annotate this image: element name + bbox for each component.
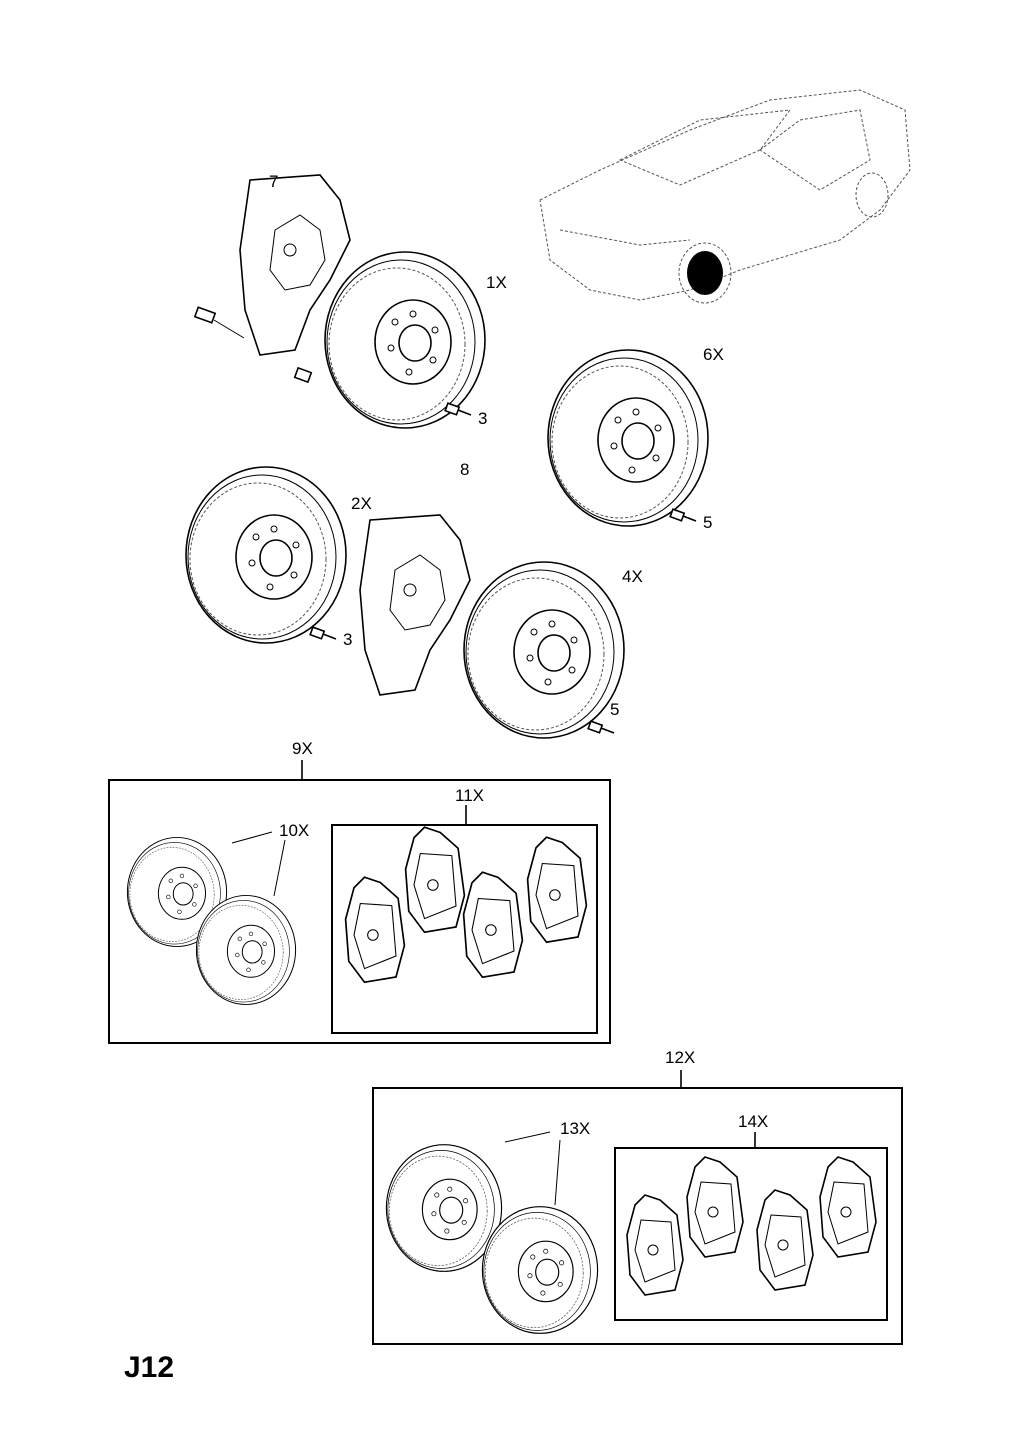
label-8: 8 [460, 460, 469, 479]
page-code: J12 [124, 1351, 174, 1384]
brake-pad-11x-1 [344, 876, 406, 984]
label-9x: 9X [292, 739, 313, 758]
label-6x: 6X [703, 345, 724, 364]
bolt-3-lower [309, 626, 337, 640]
label-4x: 4X [622, 567, 643, 586]
brake-pad-14x-4 [819, 1156, 877, 1258]
brake-disc-4x [463, 561, 625, 739]
brake-pad-14x-2 [686, 1156, 744, 1258]
kit-box-9x [108, 760, 611, 1044]
kit-box-11x [331, 805, 598, 1034]
brake-disc-1x [324, 251, 486, 429]
label-1x: 1X [486, 273, 507, 292]
label-13x: 13X [560, 1119, 590, 1138]
label-3-upper: 3 [478, 409, 487, 428]
bolt-5-lower [587, 720, 615, 734]
label-12x: 12X [665, 1048, 695, 1067]
label-5-lower: 5 [610, 700, 619, 719]
label-7: 7 [269, 172, 278, 191]
brake-disc-6x [547, 349, 709, 527]
label-2x: 2X [351, 494, 372, 513]
dust-shield-8 [359, 514, 471, 696]
brake-disc-10x-b [195, 894, 297, 1006]
kit-box-12x [372, 1070, 903, 1345]
label-10x: 10X [279, 821, 309, 840]
brake-pad-14x-3 [756, 1189, 814, 1291]
stud-fastener [193, 306, 313, 384]
kit-box-14x [614, 1132, 888, 1321]
label-11x: 11X [455, 786, 484, 805]
brake-disc-2x [185, 466, 347, 644]
brake-pad-11x-3 [462, 871, 524, 979]
brake-pad-11x-2 [404, 826, 466, 934]
label-5-upper: 5 [703, 513, 712, 532]
brake-pad-11x-4 [526, 836, 588, 944]
label-3-lower: 3 [343, 630, 352, 649]
bolt-5-upper [669, 508, 697, 522]
label-14x: 14X [738, 1112, 768, 1131]
brake-pad-14x-1 [626, 1194, 684, 1296]
vehicle-illustration [539, 89, 911, 304]
brake-disc-13x-b [481, 1206, 599, 1334]
